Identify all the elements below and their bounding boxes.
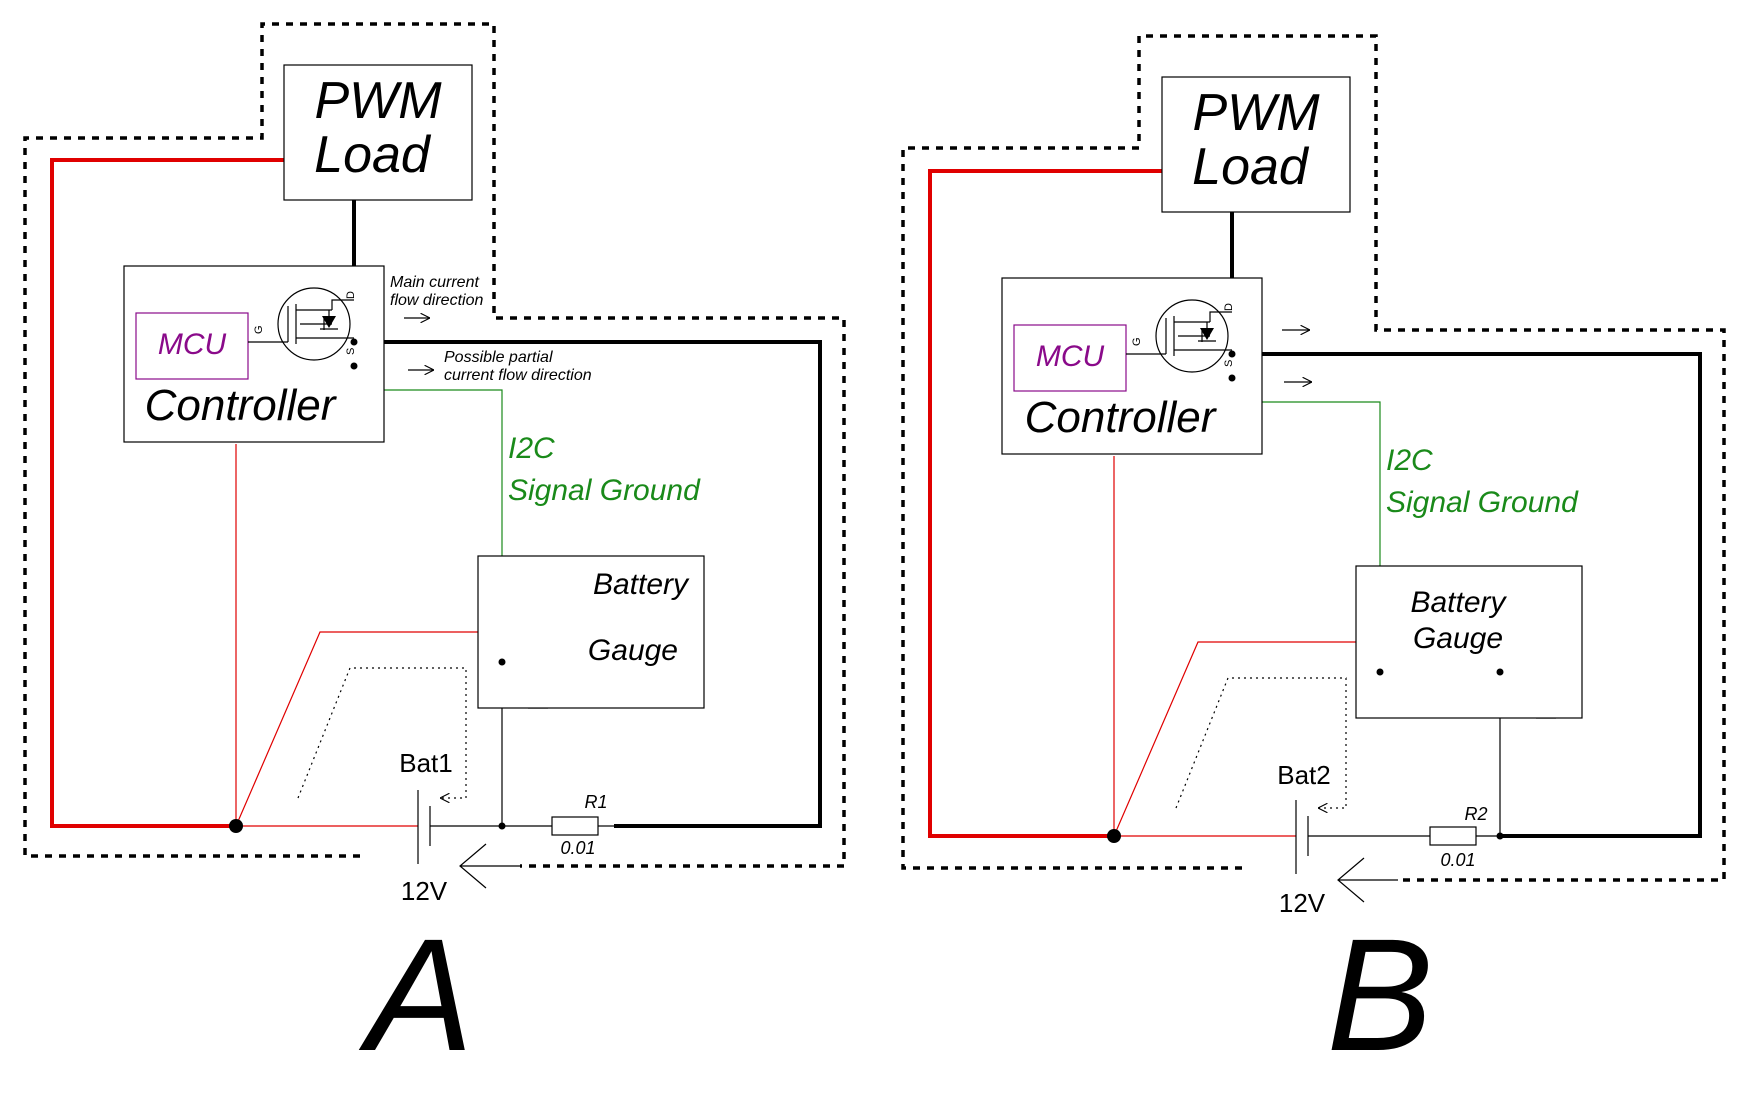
resistor-label-a: R1 xyxy=(584,792,607,812)
battery-label-b: Bat2 xyxy=(1277,760,1331,790)
battery-voltage-b: 12V xyxy=(1279,888,1326,918)
resistor-label-b: R2 xyxy=(1464,804,1487,824)
gate-pin-label-a: G xyxy=(253,325,265,334)
negative-junction-b xyxy=(1496,832,1504,840)
signal-junction-a xyxy=(350,362,358,370)
mcu-box-b xyxy=(1013,324,1127,392)
main-current-label-line1-a: Main current xyxy=(390,274,479,291)
battery-gauge-box-a xyxy=(477,555,705,709)
partial-current-label-line2-a: current flow direction xyxy=(444,367,592,384)
signal-junction-b xyxy=(1228,374,1236,382)
mcu-box-a xyxy=(135,312,249,380)
gauge-junction-a xyxy=(498,658,506,666)
source-junction-a xyxy=(350,338,358,346)
battery-label-a: Bat1 xyxy=(399,748,453,778)
i2c-label-a: I2C xyxy=(508,432,555,465)
battery-current-arrow-b xyxy=(1337,857,1398,903)
panel-label-b: B xyxy=(1327,905,1434,1084)
return-wire-a xyxy=(354,340,822,828)
panel-label-a: A xyxy=(359,905,474,1084)
positive-wire-a xyxy=(50,158,284,828)
main-junction-b xyxy=(1107,829,1121,843)
resistance-label-b: 0.01 xyxy=(1440,850,1475,870)
battery-symbol-a xyxy=(417,790,431,864)
main-junction-a xyxy=(229,819,243,833)
partial-current-label-line1-a: Possible partial xyxy=(444,349,553,366)
mcu-label-b: MCU xyxy=(1036,340,1105,373)
return-wire-b xyxy=(1232,352,1702,838)
mosfet-a xyxy=(248,287,354,361)
mosfet-b xyxy=(1126,299,1232,373)
ground-current-path-a xyxy=(297,667,467,798)
signal-ground-label-a: Signal Ground xyxy=(508,474,701,507)
source-junction-b xyxy=(1228,350,1236,358)
gate-pin-label-b: G xyxy=(1131,337,1143,346)
battery-voltage-a: 12V xyxy=(401,876,448,906)
shunt-resistor-b xyxy=(1429,826,1477,846)
battery-gauge-subtitle-b: Gauge xyxy=(1413,622,1503,655)
pwm-load-box-a xyxy=(283,64,473,201)
battery-symbol-b xyxy=(1295,800,1309,874)
pwm-load-box-b xyxy=(1161,76,1351,213)
signal-ground-label-b: Signal Ground xyxy=(1386,486,1579,519)
controller-label-b: Controller xyxy=(1025,393,1218,442)
pwm-load-title-a: PWM xyxy=(314,72,442,130)
source-pin-label-b: S xyxy=(1223,360,1235,367)
enclosure-boundary-a xyxy=(23,22,846,868)
main-current-label-line2-a: flow direction xyxy=(390,292,483,309)
negative-junction-a xyxy=(498,822,506,830)
battery-current-arrow-a xyxy=(459,843,520,889)
i2c-label-b: I2C xyxy=(1386,444,1433,477)
source-pin-label-a: S xyxy=(345,348,357,355)
battery-gauge-box-b xyxy=(1355,565,1583,719)
gauge-power-wire-b xyxy=(1113,641,1356,837)
ground-current-path-b xyxy=(1175,677,1347,808)
drain-pin-label-a: D xyxy=(345,291,357,299)
controller-label-a: Controller xyxy=(145,381,338,430)
battery-gauge-subtitle-a: Gauge xyxy=(588,634,678,667)
gauge-ground-junction-b xyxy=(1496,668,1504,676)
gauge-sense-junction-b xyxy=(1376,668,1384,676)
battery-gauge-title-a: Battery xyxy=(593,568,690,601)
resistance-label-a: 0.01 xyxy=(560,838,595,858)
shunt-resistor-a xyxy=(551,816,599,836)
pwm-load-title-b: PWM xyxy=(1192,84,1320,142)
diagram-b: PWM Load MCU Controller G D S I2C Signal… xyxy=(901,34,1726,1084)
mcu-label-a: MCU xyxy=(158,328,227,361)
drain-pin-label-b: D xyxy=(1223,303,1235,311)
diagram-a: PWM Load MCU Controller G D S Main curre… xyxy=(23,22,846,1084)
battery-gauge-title-b: Battery xyxy=(1410,586,1507,619)
positive-wire-b xyxy=(928,169,1162,838)
gauge-power-wire-a xyxy=(235,631,480,827)
pwm-load-subtitle-a: Load xyxy=(314,126,432,184)
pwm-load-subtitle-b: Load xyxy=(1192,138,1310,196)
